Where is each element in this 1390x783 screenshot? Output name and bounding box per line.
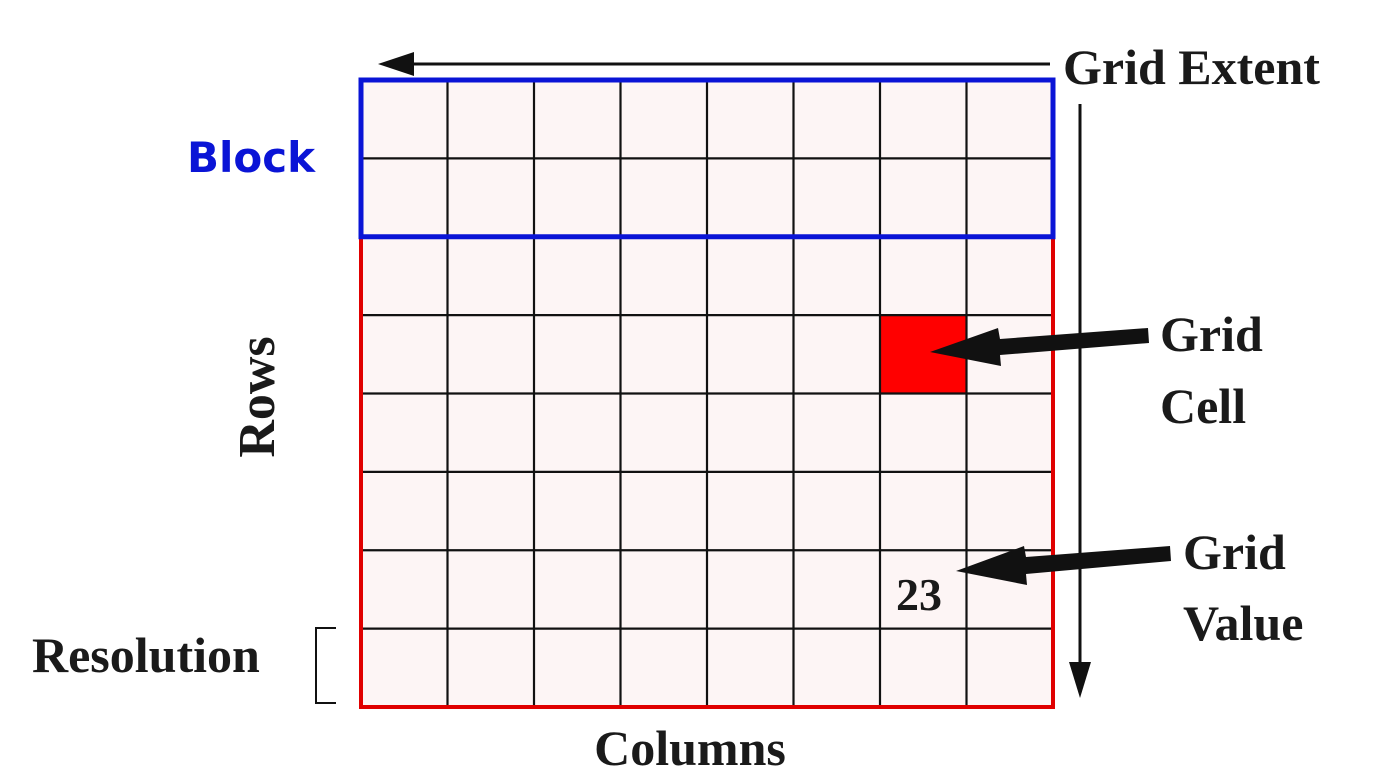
grid-cell xyxy=(880,236,967,316)
grid-cell xyxy=(534,158,621,237)
grid-cell xyxy=(880,471,967,551)
grid-lines xyxy=(361,80,1053,707)
grid-cells xyxy=(361,80,1053,707)
grid-cell xyxy=(447,471,534,551)
grid-cell xyxy=(447,158,534,237)
grid-cell-pointer-arrow xyxy=(930,328,1149,366)
grid-cell xyxy=(620,315,707,394)
grid-cell xyxy=(793,471,880,551)
grid-cell xyxy=(620,628,707,707)
grid-cell xyxy=(534,471,621,551)
grid-cell xyxy=(707,158,794,237)
grid-cell xyxy=(880,628,967,707)
grid-cell xyxy=(966,393,1053,472)
grid-extent-vertical-arrow xyxy=(1069,104,1091,698)
grid-cell xyxy=(793,393,880,472)
grid-cell xyxy=(707,471,794,551)
grid-cell xyxy=(793,158,880,237)
grid-cell xyxy=(447,315,534,394)
grid-cell xyxy=(793,628,880,707)
grid-cell xyxy=(534,550,621,629)
grid-cell xyxy=(707,315,794,394)
grid-cell xyxy=(620,393,707,472)
columns-label: Columns xyxy=(594,720,786,776)
grid-cell-value: 23 xyxy=(896,569,942,620)
grid-cell xyxy=(793,315,880,394)
grid-cell xyxy=(447,236,534,316)
grid-cell xyxy=(966,80,1053,159)
grid-cell xyxy=(534,628,621,707)
grid-cell xyxy=(707,628,794,707)
grid-cell xyxy=(620,471,707,551)
grid-cell xyxy=(361,393,448,472)
grid-cell xyxy=(361,628,448,707)
resolution-label: Resolution xyxy=(32,627,260,683)
grid-cell xyxy=(966,236,1053,316)
grid-cell xyxy=(793,80,880,159)
grid-cell xyxy=(793,236,880,316)
rows-label: Rows xyxy=(229,336,286,457)
grid-cell xyxy=(534,236,621,316)
grid-cell xyxy=(707,236,794,316)
grid-cell-label-line1: Grid xyxy=(1160,306,1263,362)
grid-cell xyxy=(620,80,707,159)
grid-cell xyxy=(447,393,534,472)
grid-cell xyxy=(707,393,794,472)
grid-cell xyxy=(966,471,1053,551)
grid-cell xyxy=(534,315,621,394)
grid-cell xyxy=(880,550,967,629)
grid-cell xyxy=(361,158,448,237)
grid-cell xyxy=(966,158,1053,237)
grid-cell xyxy=(447,550,534,629)
grid-cell xyxy=(966,628,1053,707)
grid-cell xyxy=(880,158,967,237)
grid-cell xyxy=(361,315,448,394)
grid-cell xyxy=(447,80,534,159)
resolution-bracket xyxy=(315,627,336,704)
grid-cell xyxy=(534,393,621,472)
grid-value-label-line1: Grid xyxy=(1183,524,1286,580)
grid-cell xyxy=(707,80,794,159)
grid-cell xyxy=(447,628,534,707)
grid-cell xyxy=(880,393,967,472)
grid-cell xyxy=(361,550,448,629)
grid-extent-label: Grid Extent xyxy=(1063,39,1320,95)
grid-cell xyxy=(361,236,448,316)
grid-cell xyxy=(534,80,621,159)
grid-cell-label-line2: Cell xyxy=(1160,378,1246,434)
grid-value-pointer-arrow xyxy=(956,546,1171,585)
grid-cell xyxy=(707,550,794,629)
grid-cell xyxy=(620,550,707,629)
grid-extent-horizontal-arrow xyxy=(378,52,1050,76)
grid-cell xyxy=(620,158,707,237)
grid-cell xyxy=(880,80,967,159)
block-outline xyxy=(358,77,1056,240)
grid-value-label-line2: Value xyxy=(1183,595,1303,651)
grid-cell xyxy=(361,471,448,551)
grid-cell xyxy=(793,550,880,629)
grid-cell xyxy=(620,236,707,316)
block-label: Block xyxy=(187,133,316,182)
grid-cell xyxy=(361,80,448,159)
